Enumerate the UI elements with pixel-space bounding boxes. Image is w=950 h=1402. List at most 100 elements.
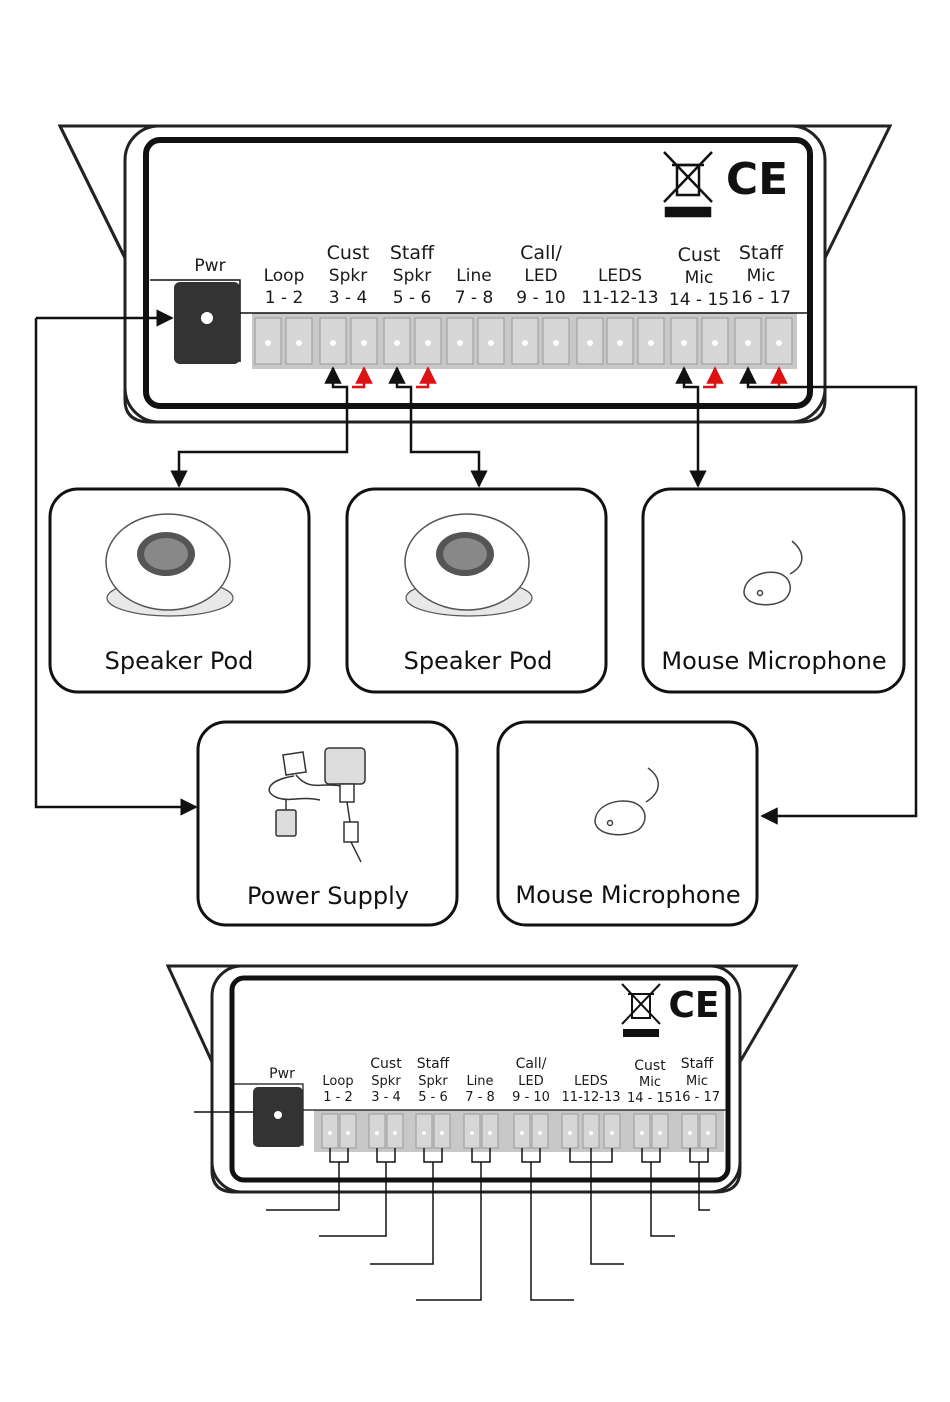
- svg-text:Spkr: Spkr: [371, 1074, 401, 1089]
- svg-text:Staff: Staff: [681, 1056, 714, 1072]
- terminal-pin: [375, 1131, 379, 1135]
- power-supply-label: Power Supply: [247, 882, 409, 910]
- terminal-pin: [488, 340, 494, 346]
- terminal-pin: [522, 340, 528, 346]
- terminal-pin: [589, 1131, 593, 1135]
- device-speaker-pod-1: Speaker Pod: [48, 487, 311, 694]
- svg-text:LED: LED: [518, 1074, 543, 1089]
- port-label-cust-mic-2: Mic: [685, 268, 714, 288]
- terminal-pin: [658, 1131, 662, 1135]
- terminal-pin: [440, 1131, 444, 1135]
- port-pins-loop: 1 - 2: [265, 288, 304, 308]
- port-pins-cust-spkr: 3 - 4: [329, 288, 368, 308]
- device-mouse-microphone-1: Mouse Microphone: [641, 487, 906, 694]
- svg-text:Spkr: Spkr: [418, 1074, 448, 1089]
- speaker-pod-icon: [105, 513, 234, 617]
- speaker-pod-icon: [404, 513, 533, 617]
- pwr-label: Pwr: [194, 256, 225, 276]
- ce-mark: CE: [668, 985, 719, 1026]
- terminal-pin: [422, 1131, 426, 1135]
- port-label-staff-spkr-2: Spkr: [393, 266, 431, 286]
- terminal-pin: [745, 340, 751, 346]
- terminal-pin: [688, 1131, 692, 1135]
- port-pins-cust-mic: 14 - 15: [669, 290, 729, 310]
- port-pins-staff-spkr: 5 - 6: [393, 288, 432, 308]
- port-pins-leds: 11-12-13: [581, 288, 658, 308]
- svg-text:Mic: Mic: [686, 1074, 708, 1089]
- port-label-leds: LEDS: [598, 266, 642, 286]
- bottom-wiring: [266, 1148, 710, 1301]
- terminal-pin: [587, 340, 593, 346]
- port-pins-call: 9 - 10: [516, 288, 565, 308]
- mouse-microphone-label: Mouse Microphone: [515, 881, 740, 909]
- terminal-pin: [425, 340, 431, 346]
- speaker-pod-label: Speaker Pod: [404, 647, 553, 675]
- terminal-pin: [538, 1131, 542, 1135]
- terminal-pin: [457, 340, 463, 346]
- terminal-pin: [617, 340, 623, 346]
- svg-text:16 - 17: 16 - 17: [674, 1090, 720, 1105]
- terminal-pin: [361, 340, 367, 346]
- port-label-loop: Loop: [264, 266, 305, 286]
- ce-mark: CE: [726, 154, 788, 205]
- top-unit: CE Pwr Loop 1 - 2 Cust Spkr 3 - 4 Staff …: [57, 124, 893, 424]
- power-supply-icon: [268, 747, 366, 863]
- port-labels: Loop 1 - 2 Cust Spkr 3 - 4 Staff Spkr 5 …: [264, 242, 791, 310]
- terminal-pin: [394, 340, 400, 346]
- pwr-label: Pwr: [269, 1066, 295, 1082]
- svg-text:7 - 8: 7 - 8: [465, 1090, 495, 1105]
- terminal-pin: [470, 1131, 474, 1135]
- connection-lines: [34, 309, 918, 825]
- device-power-supply: Power Supply: [196, 720, 459, 927]
- port-pins-line: 7 - 8: [455, 288, 494, 308]
- weee-bin-icon: [621, 983, 661, 1037]
- svg-text:9 - 10: 9 - 10: [512, 1090, 550, 1105]
- terminal-screw: [285, 317, 313, 365]
- port-label-cust-spkr-2: Spkr: [329, 266, 367, 286]
- port-labels: Loop 1 - 2 Cust Spkr 3 - 4 Staff Spkr 5 …: [322, 1056, 720, 1106]
- terminal-pin: [328, 1131, 332, 1135]
- port-label-call-1: Call/: [520, 242, 562, 264]
- port-label-cust-spkr-1: Cust: [327, 242, 370, 264]
- terminal-pin: [640, 1131, 644, 1135]
- terminal-pin: [296, 340, 302, 346]
- terminal-pin: [265, 340, 271, 346]
- terminal-pin: [568, 1131, 572, 1135]
- mouse-microphone-icon: [743, 540, 803, 606]
- terminal-pin: [488, 1131, 492, 1135]
- terminal-screws: [254, 317, 793, 365]
- terminal-pin: [346, 1131, 350, 1135]
- terminal-screw: [670, 317, 698, 365]
- svg-text:Staff: Staff: [417, 1056, 450, 1072]
- svg-text:11-12-13: 11-12-13: [561, 1090, 620, 1105]
- svg-text:LEDS: LEDS: [574, 1074, 608, 1089]
- port-pins-staff-mic: 16 - 17: [731, 288, 791, 308]
- mouse-microphone-icon: [594, 767, 659, 836]
- device-mouse-microphone-2: Mouse Microphone: [496, 720, 759, 927]
- terminal-pin: [648, 340, 654, 346]
- terminal-pin: [706, 1131, 710, 1135]
- port-label-staff-mic-1: Staff: [739, 242, 784, 264]
- svg-text:3 - 4: 3 - 4: [371, 1090, 401, 1105]
- svg-text:Line: Line: [466, 1074, 493, 1089]
- speaker-pod-label: Speaker Pod: [105, 647, 254, 675]
- svg-text:14 - 15: 14 - 15: [627, 1091, 673, 1106]
- svg-text:Cust: Cust: [634, 1058, 666, 1074]
- terminal-screw: [254, 317, 282, 365]
- terminal-pin: [520, 1131, 524, 1135]
- port-label-staff-spkr-1: Staff: [390, 242, 435, 264]
- port-label-loop: Loop: [322, 1074, 353, 1089]
- terminal-pin: [553, 340, 559, 346]
- mouse-microphone-label: Mouse Microphone: [661, 647, 886, 675]
- terminal-screws: [321, 1113, 717, 1149]
- terminal-screw: [511, 317, 539, 365]
- svg-text:Mic: Mic: [639, 1075, 661, 1090]
- svg-text:Call/: Call/: [516, 1056, 547, 1072]
- terminal-pin: [393, 1131, 397, 1135]
- port-pins-loop: 1 - 2: [323, 1090, 353, 1105]
- bottom-unit: CE Pwr Loop 1 - 2 Cust Spkr 3 - 4 Staff …: [165, 964, 799, 1301]
- port-label-cust-mic-1: Cust: [678, 244, 721, 266]
- pin-arrows: [324, 366, 788, 395]
- terminal-pin: [610, 1131, 614, 1135]
